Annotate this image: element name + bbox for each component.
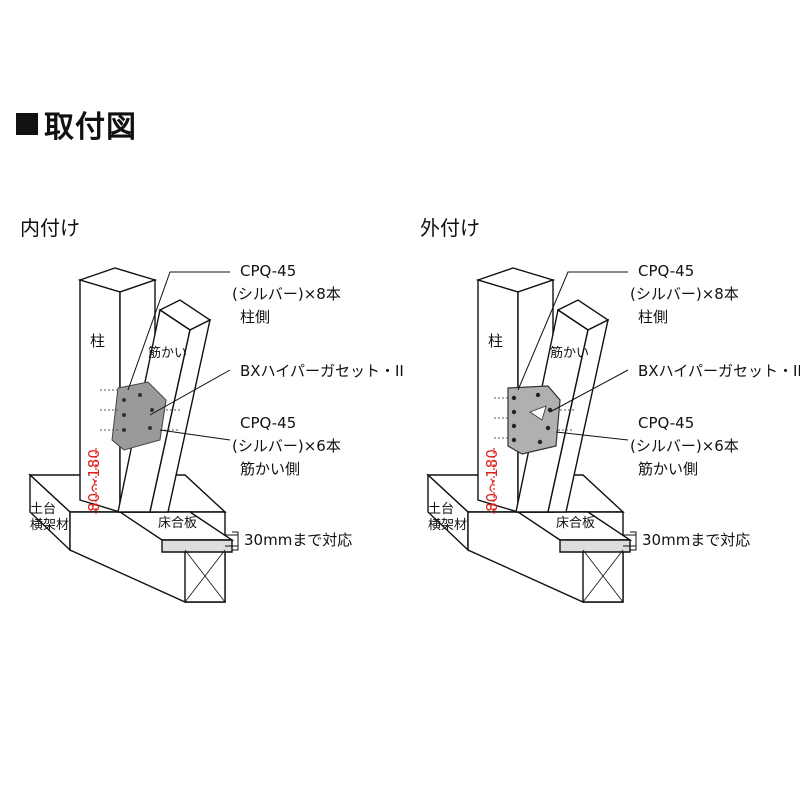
black-square-icon xyxy=(16,113,38,135)
diagram-inside: 柱 筋かい 土台 横架材 床合板 80～180 CPQ-45 (シルバー)×8本… xyxy=(0,250,404,620)
label-cpq-top-1: CPQ-45 xyxy=(240,262,297,280)
label-cpq-bot-1: CPQ-45 xyxy=(638,414,695,432)
label-cpq-bot-2: (シルバー)×6本 xyxy=(232,437,341,455)
page-title-text: 取付図 xyxy=(44,110,137,145)
gusset-plate xyxy=(111,381,167,451)
label-cpq-top-2: (シルバー)×8本 xyxy=(232,285,341,303)
label-brace: 筋かい xyxy=(550,346,590,361)
label-cpq-bot-3: 筋かい側 xyxy=(240,460,301,478)
diagram-outside-drawing xyxy=(426,267,637,603)
label-cpq-top-1: CPQ-45 xyxy=(638,262,695,280)
label-floor-note: 30mmまで対応 xyxy=(244,531,353,549)
label-floor: 床合板 xyxy=(158,516,198,531)
dimension-label: 80～180 xyxy=(84,449,103,512)
label-cpq-bot-3: 筋かい側 xyxy=(638,460,699,478)
brace-side xyxy=(149,318,211,513)
label-cpq-bot-1: CPQ-45 xyxy=(240,414,297,432)
label-sill-2: 横架材 xyxy=(428,518,468,533)
label-post: 柱 xyxy=(90,332,106,350)
panel-heading-outside: 外付け xyxy=(420,216,480,240)
label-floor: 床合板 xyxy=(556,516,596,531)
brace-side xyxy=(547,318,609,513)
label-post: 柱 xyxy=(488,332,504,350)
gusset-slot xyxy=(529,405,547,421)
floor-side xyxy=(559,539,631,553)
dimension-label: 80～180 xyxy=(482,449,501,512)
gusset-plate xyxy=(507,385,561,455)
label-cpq-top-2: (シルバー)×8本 xyxy=(630,285,739,303)
diagram-inside-drawing xyxy=(28,267,239,603)
page-title: 取付図 xyxy=(16,102,137,146)
label-brace: 筋かい xyxy=(148,346,188,361)
diagram-outside: 柱 筋かい 土台 横架材 床合板 80～180 CPQ-45 (シルバー)×8本… xyxy=(400,250,800,620)
label-sill-1: 土台 xyxy=(30,502,57,517)
label-gusset: BXハイパーガセット・II xyxy=(240,362,404,380)
label-sill-1: 土台 xyxy=(428,502,455,517)
label-gusset: BXハイパーガセット・II xyxy=(638,362,800,380)
label-cpq-top-3: 柱側 xyxy=(240,308,271,326)
label-floor-note: 30mmまで対応 xyxy=(642,531,751,549)
label-cpq-top-3: 柱側 xyxy=(638,308,669,326)
label-cpq-bot-2: (シルバー)×6本 xyxy=(630,437,739,455)
label-sill-2: 横架材 xyxy=(30,518,70,533)
floor-side xyxy=(161,539,233,553)
panel-heading-inside: 内付け xyxy=(20,216,80,240)
